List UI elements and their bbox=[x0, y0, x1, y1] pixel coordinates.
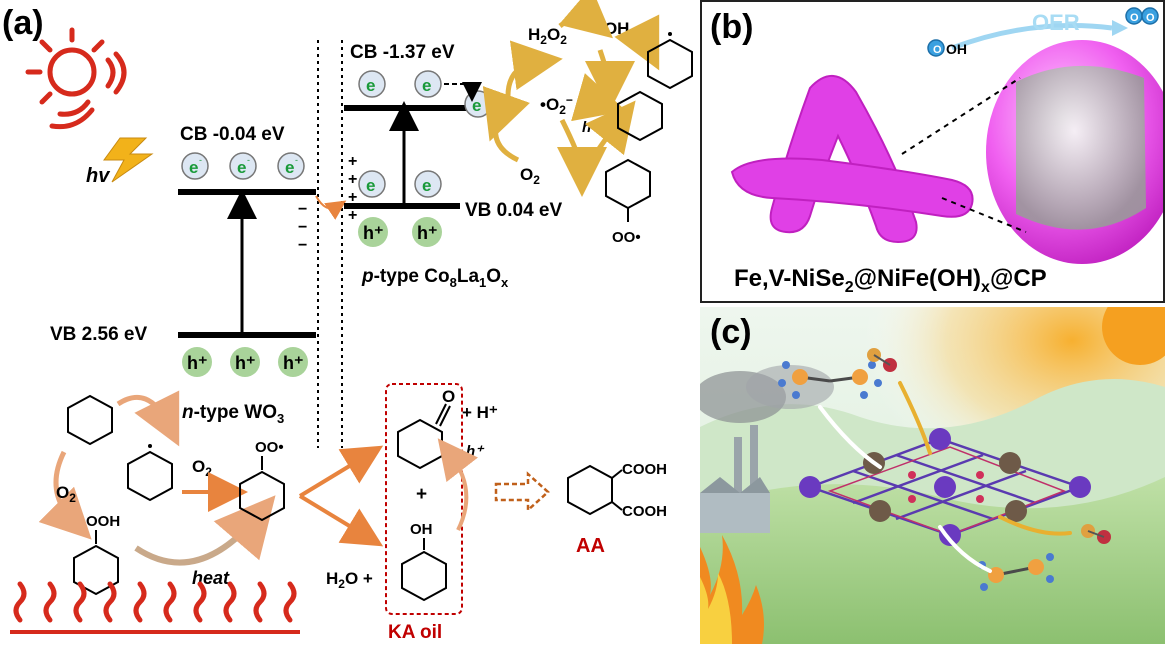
adipic-acid-structure: COOH COOH bbox=[567, 461, 667, 520]
svg-text:OH: OH bbox=[410, 521, 433, 538]
svg-text:h⁺: h⁺ bbox=[417, 223, 438, 243]
panel-a-label: (a) bbox=[2, 4, 44, 42]
ka-oil-label: KA oil bbox=[388, 622, 442, 643]
panel-a-diagram: (a) hv CB -0.04 eV e e e - - - VB 2.56 e… bbox=[2, 0, 693, 643]
oer-label: OER bbox=[1032, 10, 1080, 35]
panel-c-illustration: (c) bbox=[694, 289, 1165, 644]
svg-text:+: + bbox=[348, 171, 357, 188]
sun-icon bbox=[1102, 289, 1165, 365]
svg-text:-: - bbox=[247, 155, 250, 165]
svg-text:e: e bbox=[472, 96, 481, 115]
svg-text:OO•: OO• bbox=[612, 229, 641, 246]
ka-oil-box bbox=[385, 383, 463, 615]
svg-text:OO•: OO• bbox=[255, 439, 284, 456]
catalyst-lattice bbox=[806, 437, 1084, 537]
co-holes: h⁺ h⁺ bbox=[358, 217, 442, 247]
oer-arrowhead bbox=[1112, 20, 1128, 36]
svg-text:O: O bbox=[933, 44, 942, 56]
panel-b: (b) OER O OH O O Fe,V-NiSe2@NiFe(OH)x@CP bbox=[700, 0, 1165, 303]
co-electron-dashed-arrow bbox=[444, 82, 482, 102]
svg-text:+: + bbox=[348, 153, 357, 170]
svg-text:COOH: COOH bbox=[622, 461, 667, 478]
svg-text:•O2−: •O2− bbox=[540, 93, 573, 117]
reaction-arrows bbox=[818, 381, 1072, 573]
cyclohexane-oxidation-scheme: O2 OOH heat O2 OO• bbox=[38, 390, 384, 596]
svg-text:•OH: •OH bbox=[598, 19, 629, 38]
ka-oil-components: O + H⁺ h⁺ + OH H2O + bbox=[326, 387, 498, 602]
svg-text:COOH: COOH bbox=[622, 503, 667, 520]
svg-text:OH: OH bbox=[946, 41, 967, 57]
svg-text:O2: O2 bbox=[520, 165, 540, 187]
svg-text:+: + bbox=[348, 189, 357, 206]
co-type-label: p-type Co8La1Ox bbox=[361, 266, 509, 290]
svg-text:+: + bbox=[348, 207, 357, 224]
svg-text:O2: O2 bbox=[56, 483, 76, 505]
panel-b-label: (b) bbox=[710, 8, 753, 46]
svg-text:+ H⁺: + H⁺ bbox=[462, 403, 498, 422]
radical-reactions: H2O2 •OH H⁺ •O2− h⁺ O2 OO• bbox=[482, 0, 693, 246]
svg-text:e: e bbox=[422, 176, 431, 195]
svg-text:−: − bbox=[298, 237, 307, 254]
wo3-electrons: e e e - - - bbox=[181, 152, 305, 180]
svg-text:e: e bbox=[422, 76, 431, 95]
hv-label: hv bbox=[86, 165, 111, 187]
co-cb-label: CB -1.37 eV bbox=[350, 42, 455, 63]
panel-c-label: (c) bbox=[710, 313, 752, 351]
wo3-holes: h⁺ h⁺ h⁺ bbox=[182, 347, 308, 377]
sun-icon bbox=[25, 27, 127, 130]
svg-text:h⁺: h⁺ bbox=[363, 223, 384, 243]
material-formula: Fe,V-NiSe2@NiFe(OH)x@CP bbox=[734, 265, 1047, 296]
fire-icon bbox=[700, 535, 764, 644]
svg-text:e: e bbox=[189, 158, 198, 177]
co-molecule-right bbox=[1081, 524, 1111, 544]
svg-text:e: e bbox=[237, 158, 246, 177]
co2-molecule-top bbox=[867, 348, 897, 372]
svg-text:h⁺: h⁺ bbox=[283, 353, 304, 373]
svg-text:−: − bbox=[298, 201, 307, 218]
svg-text:e: e bbox=[285, 158, 294, 177]
svg-text:e: e bbox=[366, 76, 375, 95]
svg-text:h⁺: h⁺ bbox=[466, 443, 485, 460]
panel-b-illustration: (b) OER O OH O O Fe,V-NiSe2@NiFe(OH)x@CP bbox=[710, 7, 1165, 296]
svg-text:+: + bbox=[416, 484, 427, 505]
core-shell-sphere bbox=[986, 40, 1165, 264]
interface-charges: ++++ −−− bbox=[298, 153, 357, 254]
svg-text:h⁺: h⁺ bbox=[235, 353, 256, 373]
electron-transfer-arrow bbox=[315, 195, 347, 220]
aa-label: AA bbox=[576, 535, 605, 557]
nanostructure-tripod bbox=[730, 75, 974, 244]
oer-arrow bbox=[951, 23, 1113, 51]
svg-text:H2O2: H2O2 bbox=[528, 25, 567, 47]
svg-text:OOH: OOH bbox=[86, 513, 120, 530]
oxygen-molecule-icon: O O bbox=[1125, 7, 1159, 25]
svg-text:O: O bbox=[442, 387, 455, 406]
factory-icon bbox=[694, 365, 834, 533]
svg-text:−: − bbox=[298, 219, 307, 236]
svg-text:O2: O2 bbox=[192, 457, 212, 479]
conversion-arrow bbox=[494, 471, 550, 513]
svg-text:O: O bbox=[1130, 12, 1139, 24]
svg-text:heat: heat bbox=[192, 568, 230, 588]
svg-text:h⁺: h⁺ bbox=[582, 119, 601, 136]
svg-text:e: e bbox=[366, 176, 375, 195]
svg-text:h⁺: h⁺ bbox=[187, 353, 208, 373]
ground bbox=[700, 477, 1165, 644]
panel-c: (c) bbox=[694, 289, 1165, 644]
hydroxide-icon: O OH bbox=[927, 39, 967, 57]
ethane-molecule bbox=[778, 361, 882, 399]
co-vb-electrons: e e bbox=[358, 170, 442, 198]
svg-text:-: - bbox=[295, 155, 298, 165]
wo3-type-label: n-type WO3 bbox=[182, 402, 284, 426]
svg-text:-: - bbox=[199, 155, 202, 165]
zoom-line-top bbox=[901, 77, 1021, 155]
svg-text:O: O bbox=[1146, 12, 1155, 24]
lightning-icon bbox=[103, 137, 154, 183]
svg-text:H2O +: H2O + bbox=[326, 569, 373, 591]
heat-flames-icon bbox=[13, 581, 297, 623]
wo3-cb-label: CB -0.04 eV bbox=[180, 124, 285, 145]
co-vb-label: VB 0.04 eV bbox=[465, 200, 562, 221]
wo3-vb-label: VB 2.56 eV bbox=[50, 324, 147, 345]
